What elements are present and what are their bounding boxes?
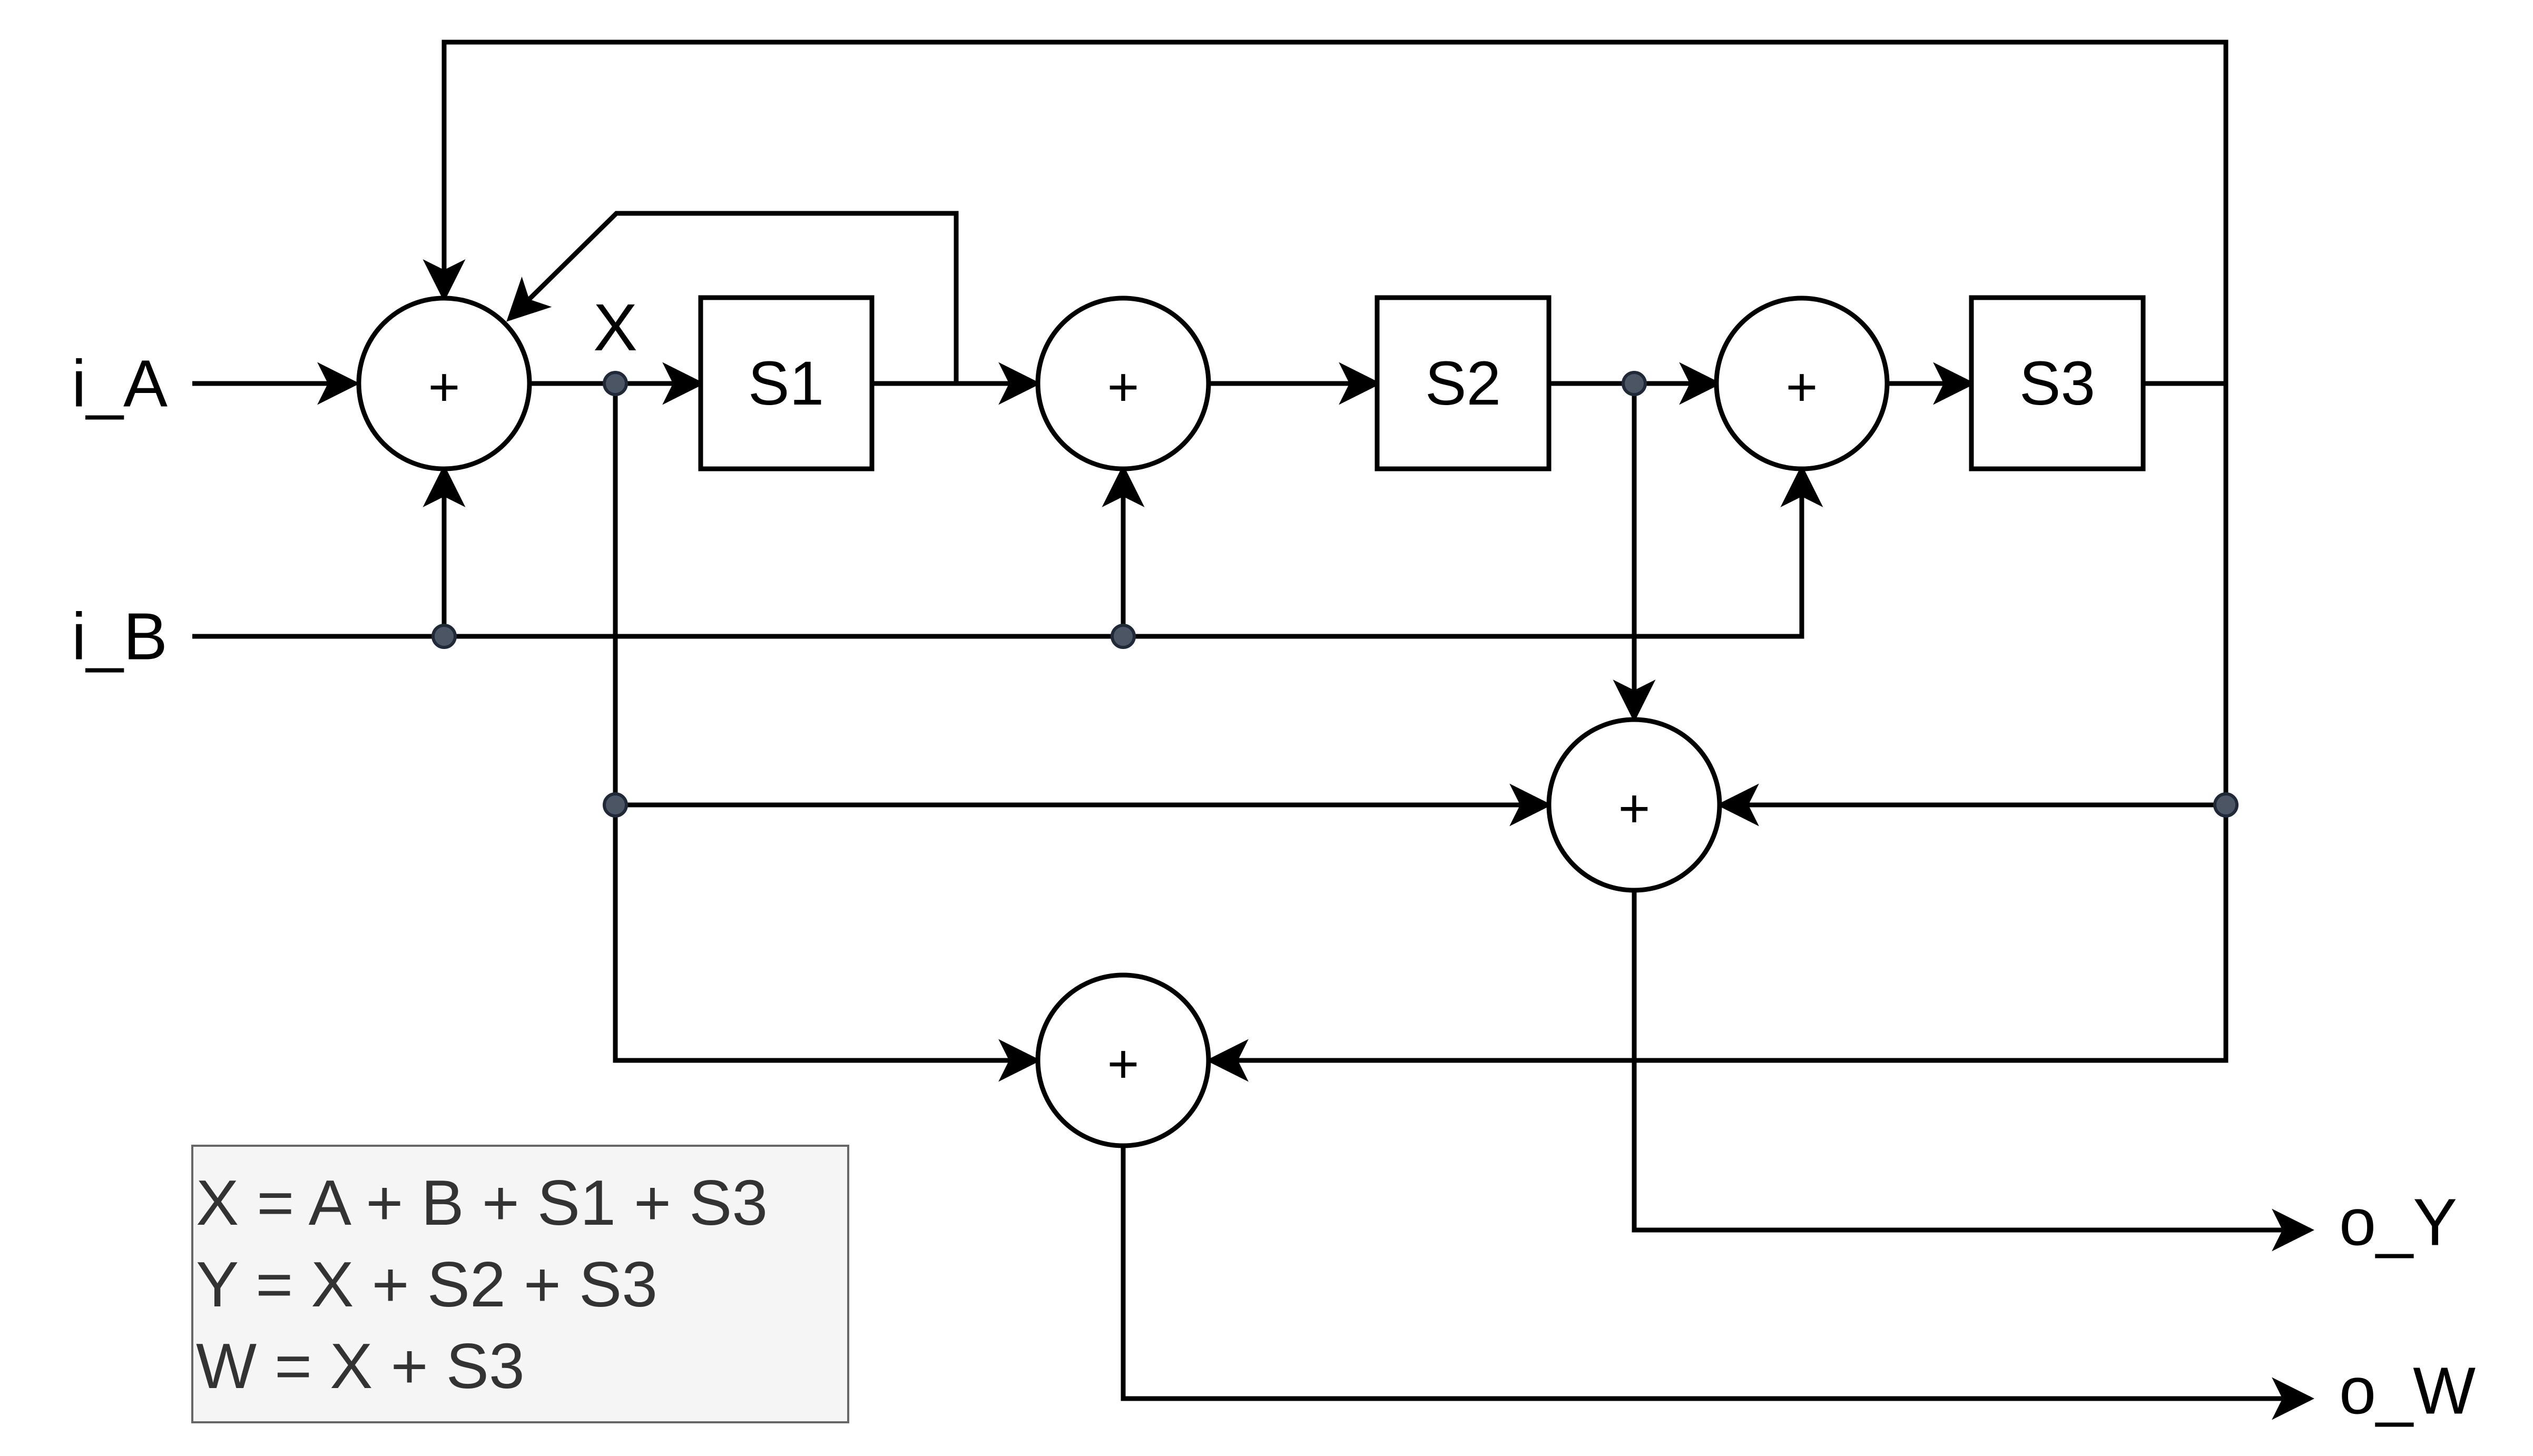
legend-line-x: X = A + B + S1 + S3	[196, 1167, 768, 1238]
output-w-label: o_W	[2339, 1354, 2476, 1428]
adder-sum-w: +	[1035, 972, 1211, 1148]
signal-x-label: X	[593, 290, 637, 365]
junction-x-sum-y	[603, 792, 628, 818]
adder-sum-1: +	[1035, 296, 1211, 471]
adder-sum-y-label: +	[1618, 778, 1651, 839]
adder-sum-1-label: +	[1107, 357, 1140, 418]
adder-sum-y: +	[1546, 717, 1722, 893]
wire-ib-bus	[192, 464, 1823, 639]
legend-line-y: Y = X + S2 + S3	[196, 1248, 657, 1320]
junction-ib-2	[1111, 624, 1136, 649]
wire-s3-feedback-top	[423, 40, 2228, 386]
junctions	[431, 371, 2239, 818]
junction-s2	[1622, 371, 1647, 396]
adder-sum-x-label: +	[428, 357, 460, 418]
adder-sum-x: +	[356, 296, 532, 471]
input-b-label: i_B	[72, 599, 168, 674]
junction-s3-sum-y	[2213, 792, 2239, 818]
block-s3-label: S3	[2019, 349, 2095, 418]
output-y-label: o_Y	[2339, 1185, 2457, 1260]
junction-x	[603, 371, 628, 396]
block-s2: S2	[1375, 295, 1552, 471]
adder-sum-2: +	[1714, 296, 1890, 471]
wire-sum-w-to-ow	[1121, 1146, 2315, 1420]
wire-s3-to-sum-w	[1205, 383, 2228, 1082]
block-s1: S1	[698, 295, 875, 471]
adder-sum-2-label: +	[1786, 357, 1818, 418]
wire-x-to-sum-y	[613, 383, 1042, 1082]
block-s2-label: S2	[1425, 349, 1501, 418]
equation-legend: X = A + B + S1 + S3 Y = X + S2 + S3 W = …	[191, 1145, 849, 1423]
wire-sum-y-to-oy	[1632, 891, 2315, 1252]
wires	[192, 40, 2315, 1420]
block-s3: S3	[1969, 295, 2146, 471]
adder-sum-w-label: +	[1107, 1034, 1140, 1095]
junction-ib-1	[431, 624, 457, 649]
input-a-label: i_A	[72, 347, 168, 421]
legend-line-w: W = X + S3	[196, 1330, 525, 1402]
legend-box	[191, 1145, 849, 1423]
wire-s1-feedback	[506, 211, 959, 383]
block-s1-label: S1	[748, 349, 824, 418]
